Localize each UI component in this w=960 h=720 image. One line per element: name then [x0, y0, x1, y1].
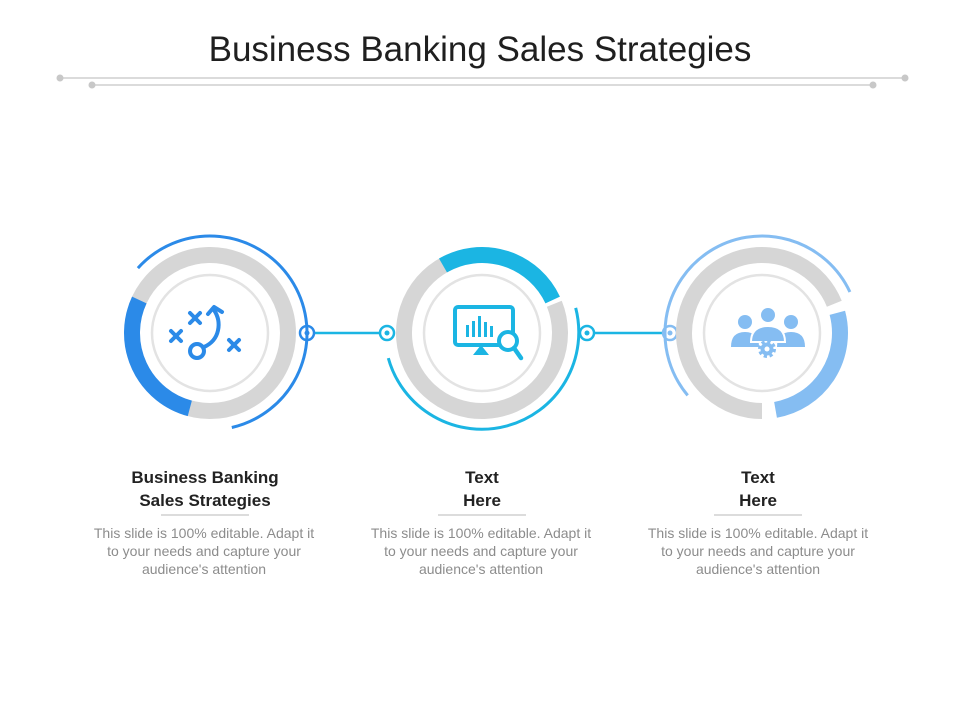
- team-settings-icon: [731, 306, 805, 358]
- connector-2-3: [578, 324, 679, 342]
- slide-title: Business Banking Sales Strategies: [208, 30, 752, 69]
- title-rules: [56, 74, 909, 89]
- stage-3-title-line-1: Text: [741, 468, 775, 487]
- stage-1-title-line-1: Business Banking: [131, 468, 279, 487]
- stage-2-accent-arc: [439, 247, 560, 304]
- stage-3-outer-arc: [663, 234, 852, 397]
- stage-1-gray-ring: [129, 247, 296, 419]
- stage-2-title-line-2: Here: [463, 491, 501, 510]
- stage-3-description: This slide is 100% editable. Adapt it to…: [647, 525, 869, 577]
- stage-2-description: This slide is 100% editable. Adapt it to…: [370, 525, 592, 577]
- strategy-play-icon: [169, 305, 241, 360]
- stage-ring-2: [386, 247, 581, 431]
- stage-1-title: Business Banking Sales Strategies: [105, 466, 305, 512]
- stage-2-gray-ring: [396, 257, 568, 419]
- stage-3-divider: [714, 514, 802, 516]
- monitor-analytics-icon: [453, 305, 524, 361]
- stage-1-accent-arc: [124, 296, 193, 417]
- stage-ring-3: [663, 234, 852, 419]
- stage-ring-1: [124, 234, 309, 429]
- stage-1-outer-arc: [136, 234, 309, 429]
- stage-3-accent-arc: [773, 310, 848, 418]
- connector-1-2: [298, 324, 396, 342]
- stage-2-inner-circle: [422, 273, 542, 393]
- stage-2-title: Text Here: [382, 466, 582, 512]
- stage-3-gray-ring: [676, 247, 842, 419]
- stage-1-description: This slide is 100% editable. Adapt it to…: [93, 525, 315, 577]
- stage-2-title-line-1: Text: [465, 468, 499, 487]
- stage-3-title-line-2: Here: [739, 491, 777, 510]
- stage-1-title-line-2: Sales Strategies: [139, 491, 271, 510]
- stage-2-outer-arc: [386, 307, 581, 431]
- stage-2-divider: [438, 514, 526, 516]
- stage-3-title: Text Here: [658, 466, 858, 512]
- stage-1-divider: [161, 514, 249, 516]
- stage-1-inner-circle: [150, 273, 270, 393]
